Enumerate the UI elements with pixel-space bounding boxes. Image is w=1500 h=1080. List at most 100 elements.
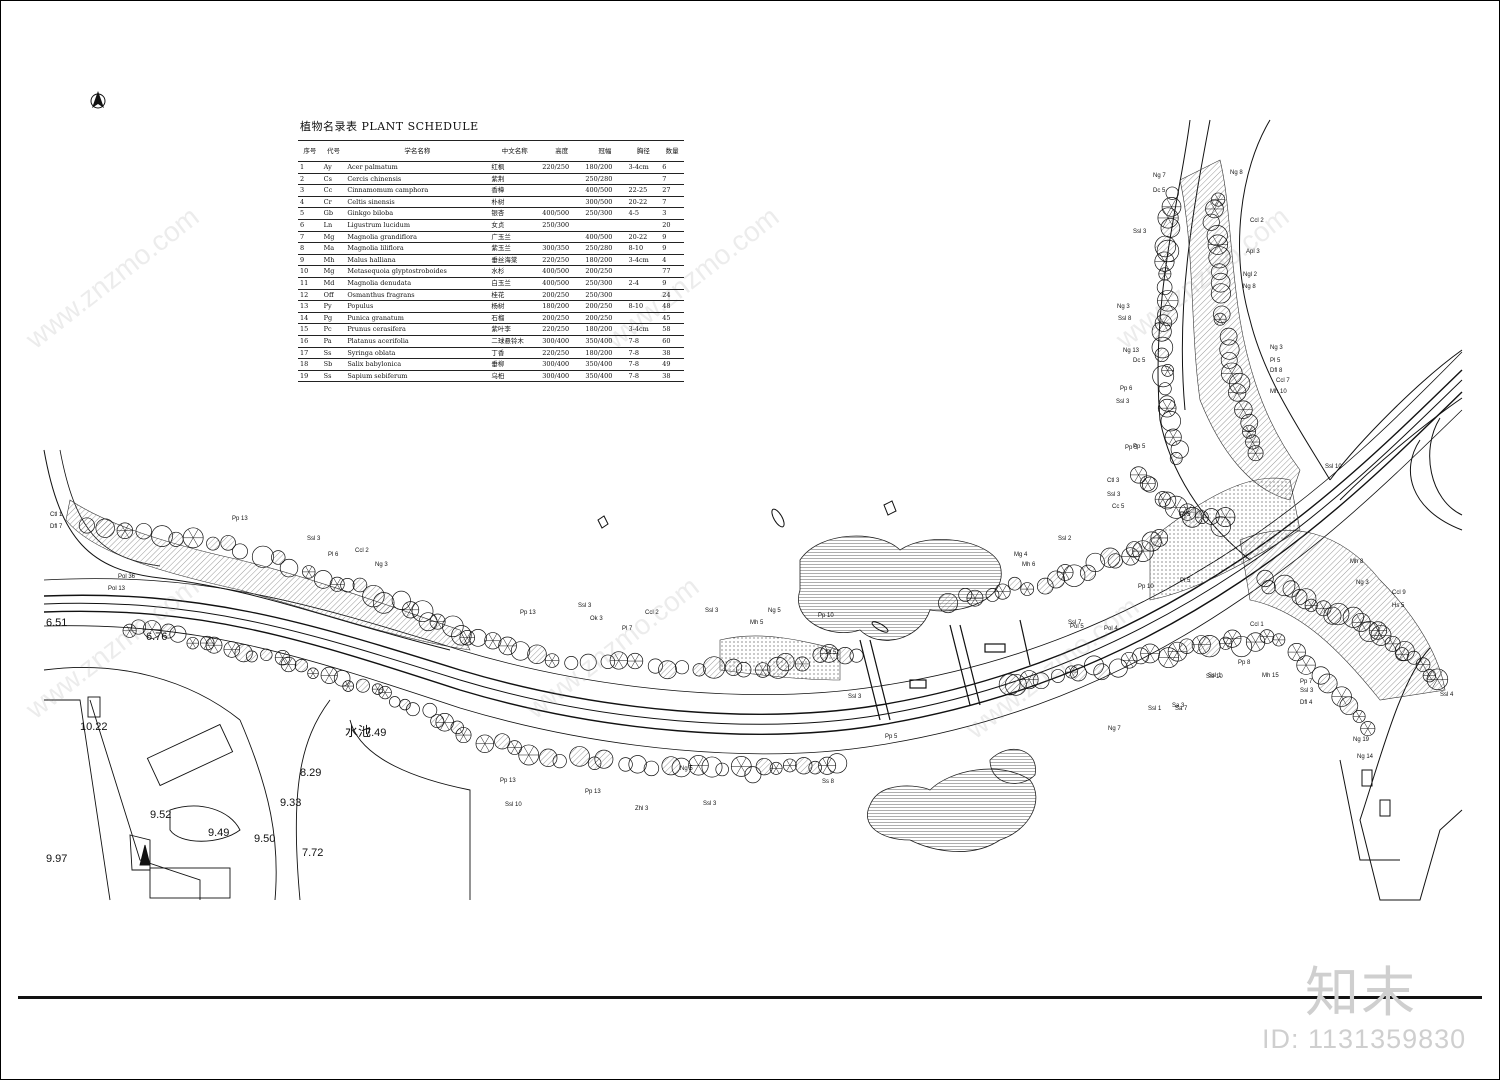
tree-symbol — [411, 600, 434, 623]
schedule-cell: Ma — [321, 242, 346, 255]
tree-symbol — [1210, 516, 1231, 537]
schedule-cell: 女贞 — [489, 219, 541, 232]
title-rule — [18, 996, 1482, 999]
plant-label: Ccl 1 — [1250, 622, 1264, 628]
plant-label: Pl 7 — [622, 626, 633, 632]
terrain-left — [43, 667, 471, 901]
plant-label: Ng 5 — [680, 766, 693, 772]
schedule-cell: 9 — [660, 277, 684, 290]
tree-symbol — [1141, 476, 1158, 493]
tree-symbol — [1198, 635, 1221, 658]
schedule-cell: 8-10 — [626, 300, 661, 313]
schedule-cell: Osmanthus fragrans — [345, 289, 490, 302]
schedule-cell: 4-5 — [626, 207, 661, 220]
schedule-cell — [540, 231, 584, 244]
tree-symbol — [168, 531, 184, 547]
tree-symbol — [539, 748, 558, 767]
schedule-cell: 22-25 — [626, 184, 661, 197]
tree-symbol — [643, 760, 660, 777]
schedule-cell: Md — [321, 277, 346, 290]
tree-symbol — [938, 593, 959, 614]
schedule-header-cell: 代号 — [321, 140, 346, 162]
plant-label: Ng 3 — [1117, 304, 1130, 310]
plant-label: Ssl 3 — [703, 801, 717, 807]
tree-symbol — [95, 518, 115, 538]
schedule-cell: 400/500 — [540, 277, 584, 290]
plant-label: Ssl 3 — [848, 694, 862, 700]
tree-symbol — [702, 656, 726, 679]
tree-symbol — [724, 658, 742, 676]
tree-symbol — [985, 588, 1000, 602]
schedule-cell: 38 — [660, 370, 684, 383]
plant-label: Pp 5 — [885, 734, 898, 740]
schedule-cell: 350/400 — [583, 370, 627, 383]
plant-label: Pl 5 — [1180, 512, 1191, 518]
tree-symbol — [442, 615, 464, 638]
plant-label: Pp 5 — [1125, 445, 1138, 451]
schedule-cell: Ligustrum lucidum — [345, 219, 490, 232]
schedule-cell: 12 — [298, 289, 322, 302]
schedule-cell: 红枫 — [489, 161, 541, 174]
schedule-cell: 紫玉兰 — [489, 242, 541, 255]
tree-symbol — [1160, 410, 1182, 432]
tree-symbol — [1317, 673, 1338, 694]
plant-label: Dfl 8 — [1270, 368, 1283, 374]
plant-label: Mh 15 — [1262, 673, 1279, 679]
tree-symbol — [1158, 382, 1172, 396]
schedule-cell: 400/500 — [540, 207, 584, 220]
schedule-cell: 48 — [660, 300, 684, 313]
tree-symbol — [372, 592, 395, 614]
tree-symbol — [1079, 564, 1096, 581]
elevation-label: 9.50 — [254, 833, 275, 845]
schedule-cell: 400/500 — [583, 231, 627, 244]
plant-label: Ng 8 — [1243, 284, 1256, 290]
schedule-cell: 300/400 — [540, 370, 584, 383]
plant-label: Zhl 3 — [635, 806, 649, 812]
schedule-header-cell: 学名名称 — [345, 140, 490, 162]
schedule-cell: 17 — [298, 347, 322, 360]
schedule-cell: 7 — [660, 196, 684, 209]
plant-label: Pl 5 — [1270, 358, 1281, 364]
schedule-cell: 250/300 — [540, 219, 584, 232]
schedule-cell: 24 — [660, 289, 684, 302]
schedule-cell: 300/400 — [540, 335, 584, 348]
tree-symbol — [220, 535, 236, 551]
plant-label: Ssl 3 — [307, 536, 321, 542]
tree-symbol — [836, 647, 854, 665]
schedule-cell: Acer palmatum — [345, 161, 490, 174]
elevation-label: 8.29 — [300, 767, 321, 779]
tree-symbol — [1152, 365, 1175, 388]
schedule-cell: 14 — [298, 312, 322, 325]
plant-schedule: 植物名录表 PLANT SCHEDULE 序号代号学名名称中文名称高度冠幅胸径数… — [298, 118, 688, 383]
schedule-cell: Gb — [321, 207, 346, 220]
plant-label: Ng 3 — [375, 562, 388, 568]
schedule-cell: Mg — [321, 265, 346, 278]
schedule-cell: 7 — [660, 173, 684, 186]
tree-symbol — [1160, 218, 1181, 238]
schedule-cell: 紫荆 — [489, 173, 541, 186]
plant-label: Mh 5 — [750, 620, 764, 626]
schedule-cell — [626, 219, 661, 232]
tree-symbol — [594, 749, 614, 769]
tree-symbol — [333, 669, 351, 687]
schedule-cell: Cercis chinensis — [345, 173, 490, 186]
tree-symbol — [130, 619, 147, 635]
tree-symbol — [494, 733, 511, 750]
schedule-cell: 20 — [660, 219, 684, 232]
schedule-cell: 3 — [660, 207, 684, 220]
tree-symbol — [1211, 263, 1228, 281]
tree-symbol — [340, 578, 355, 593]
schedule-cell: Ss — [321, 347, 346, 360]
plant-label: Ssl 10 — [1325, 464, 1342, 470]
schedule-cell: 杨树 — [489, 300, 541, 313]
schedule-title: 植物名录表 PLANT SCHEDULE — [300, 120, 479, 133]
schedule-cell: 400/500 — [540, 265, 584, 278]
schedule-cell: Magnolia liliflora — [345, 242, 490, 255]
schedule-cell: 38 — [660, 347, 684, 360]
schedule-header-cell: 高度 — [540, 140, 584, 162]
schedule-cell: 1 — [298, 161, 322, 174]
